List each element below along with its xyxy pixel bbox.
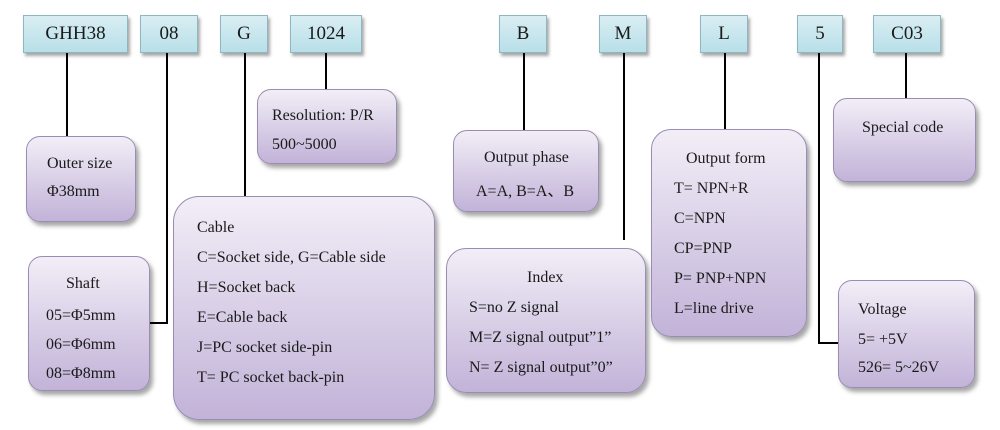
shaft-line: 05=Φ5mm: [46, 307, 116, 324]
cable-line: H=Socket back: [197, 279, 296, 296]
output-form-title: Output form: [686, 150, 766, 167]
code-special: C03: [873, 15, 941, 53]
cable-box: Cable C=Socket side, G=Cable side H=Sock…: [173, 196, 435, 420]
connector-special-code: [905, 52, 907, 100]
outer-size-title: Outer size: [47, 155, 113, 172]
output-form-box: Output form T= NPN+R C=NPN CP=PNP P= PNP…: [651, 129, 807, 337]
cable-line: T= PC socket back-pin: [197, 369, 345, 386]
output-form-line: T= NPN+R: [674, 180, 749, 197]
index-line: S=no Z signal: [469, 299, 559, 316]
voltage-title: Voltage: [858, 301, 907, 318]
cable-line: J=PC socket side-pin: [197, 339, 333, 356]
connector-output-phase: [523, 52, 525, 132]
connector-resolution: [325, 52, 327, 90]
connector-shaft-vertical: [166, 52, 168, 324]
code-index: M: [599, 15, 647, 53]
connector-voltage-vertical: [818, 52, 820, 344]
connector-shaft-horizontal: [150, 322, 168, 324]
code-shaft: 08: [140, 15, 198, 53]
shaft-line: 08=Φ8mm: [46, 365, 116, 382]
cable-line: E=Cable back: [197, 309, 288, 326]
resolution-title: Resolution: P/R: [272, 107, 374, 124]
index-line: N= Z signal output”0”: [469, 359, 613, 376]
connector-index: [623, 52, 625, 240]
resolution-value: 500~5000: [272, 136, 337, 153]
code-resolution: 1024: [290, 15, 362, 53]
special-code-title: Special code: [862, 119, 944, 136]
voltage-line: 526= 5~26V: [858, 359, 940, 376]
code-model: GHH38: [23, 15, 128, 53]
shaft-title: Shaft: [66, 275, 100, 292]
index-line: M=Z signal output”1”: [469, 329, 612, 346]
connector-voltage-horizontal: [818, 342, 840, 344]
output-phase-value: A=A, B=A、B: [476, 183, 575, 200]
code-output-form: L: [700, 15, 748, 53]
cable-line: C=Socket side, G=Cable side: [197, 249, 386, 266]
output-form-line: CP=PNP: [674, 240, 732, 257]
code-cable: G: [220, 15, 268, 53]
output-phase-box: Output phase A=A, B=A、B: [453, 130, 599, 212]
shaft-box: Shaft 05=Φ5mm 06=Φ6mm 08=Φ8mm: [28, 256, 150, 391]
index-title: Index: [527, 269, 564, 286]
outer-size-value: Φ38mm: [47, 183, 100, 200]
voltage-line: 5= +5V: [858, 331, 908, 348]
cable-title: Cable: [197, 219, 235, 236]
connector-output-form: [724, 52, 726, 130]
outer-size-box: Outer size Φ38mm: [26, 136, 136, 222]
output-form-line: L=line drive: [674, 300, 754, 317]
output-phase-title: Output phase: [484, 149, 569, 166]
voltage-box: Voltage 5= +5V 526= 5~26V: [838, 280, 975, 388]
output-form-line: P= PNP+NPN: [674, 270, 767, 287]
index-box: Index S=no Z signal M=Z signal output”1”…: [446, 248, 646, 393]
connector-cable: [244, 52, 246, 196]
code-output-phase: B: [499, 15, 547, 53]
shaft-line: 06=Φ6mm: [46, 336, 116, 353]
connector-outer-size: [66, 52, 68, 138]
output-form-line: C=NPN: [674, 210, 726, 227]
code-voltage: 5: [797, 15, 843, 53]
resolution-box: Resolution: P/R 500~5000: [257, 89, 397, 164]
special-code-box: Special code: [833, 98, 976, 182]
